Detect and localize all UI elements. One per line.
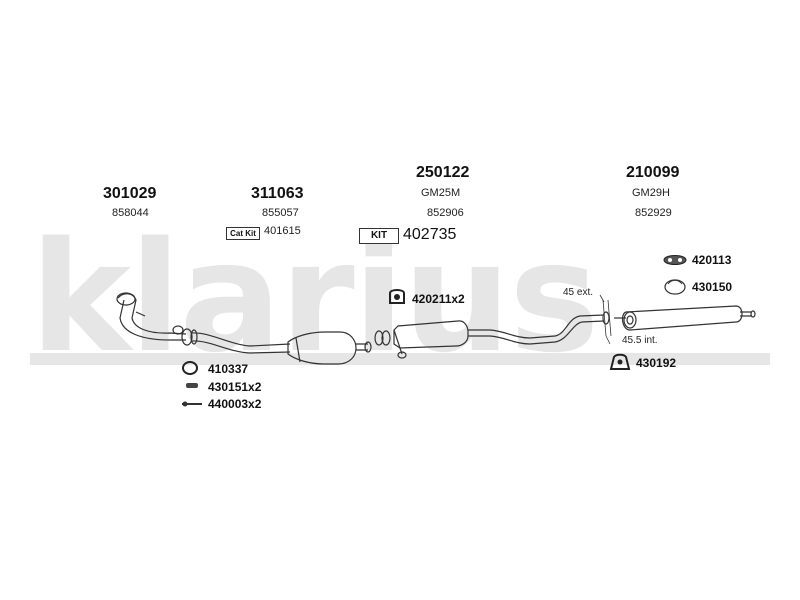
bolt-icon [186, 383, 198, 388]
central-silencer [393, 320, 469, 349]
reference-number: 852906 [427, 207, 464, 219]
stud-label: 440003x2 [208, 397, 262, 411]
part-number: 311063 [251, 185, 304, 202]
rear-silencer [621, 305, 743, 331]
bolt-label: 430151x2 [208, 380, 262, 394]
dimension-external: 45 ext. [563, 287, 594, 298]
cat-kit-code: 401615 [264, 225, 301, 237]
watermark-bar [30, 353, 770, 365]
rubber-ring-icon [664, 279, 686, 295]
hanger-top-icon [663, 255, 687, 265]
connecting-pipe [468, 314, 605, 339]
rear-mount-icon [609, 353, 631, 370]
hanger-top-label: 420113 [692, 253, 732, 267]
reference-number: 858044 [112, 207, 149, 219]
model-code: GM25M [421, 187, 461, 199]
rubber-ring-label: 430150 [692, 280, 733, 294]
dimension-internal: 45.5 int. [622, 335, 658, 346]
reference-number: 852929 [635, 207, 672, 219]
part-number: 210099 [626, 164, 680, 181]
part-number: 301029 [103, 185, 157, 202]
catalytic-converter [287, 331, 357, 365]
model-code: GM29H [632, 187, 670, 199]
cat-inlet-pipe [191, 332, 291, 347]
clamp-ring-label: 410337 [208, 362, 249, 376]
clamp-ring-icon [182, 361, 198, 375]
reference-number: 855057 [262, 207, 299, 219]
hanger-icon [389, 289, 405, 304]
kit-code: 402735 [403, 226, 457, 243]
klarius-watermark: klarius [30, 209, 600, 386]
stud-icon [182, 401, 202, 407]
front-pipe-flange [116, 292, 136, 306]
rear-mount-label: 430192 [636, 356, 677, 370]
front-pipe [117, 293, 187, 335]
part-number: 250122 [416, 164, 470, 181]
hanger-mid-label: 420211x2 [412, 292, 465, 306]
cat-kit-badge: Cat Kit [226, 227, 260, 240]
kit-badge: KIT [359, 228, 399, 244]
